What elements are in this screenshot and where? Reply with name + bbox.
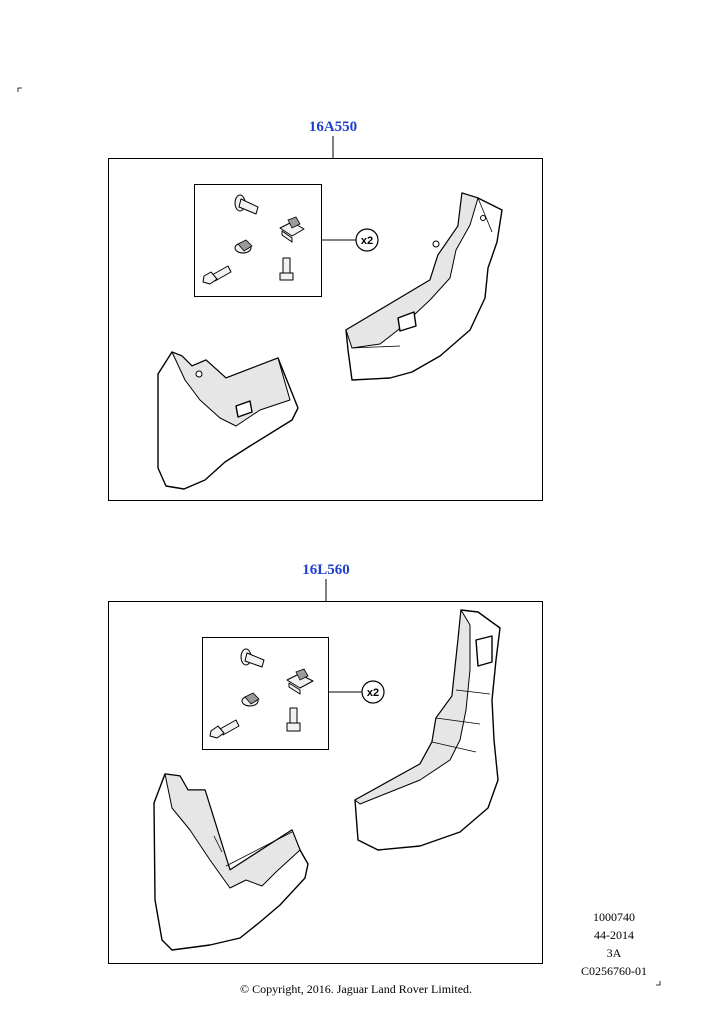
hex-bolt-upright-icon bbox=[286, 707, 301, 732]
quantity-callout bbox=[355, 228, 379, 252]
washer-nut-icon bbox=[241, 692, 260, 707]
push-pin-icon bbox=[234, 194, 259, 215]
push-pin-icon bbox=[240, 648, 265, 668]
drawing-reference-block: 1000740 44-2014 3A C0256760-01 bbox=[581, 910, 647, 978]
reference-line-4: C0256760-01 bbox=[581, 964, 647, 978]
reference-line-3: 3A bbox=[607, 946, 622, 960]
part-number-16l560[interactable]: 16L560 bbox=[302, 562, 350, 578]
washer-nut-icon bbox=[234, 239, 253, 254]
mudflap-left-16a550 bbox=[157, 351, 299, 490]
quantity-callout bbox=[361, 680, 385, 704]
panel-16l560: 16L560 x2 bbox=[108, 562, 543, 964]
mudflap-right-16l560 bbox=[354, 609, 501, 851]
quantity-label: x2 bbox=[367, 687, 379, 699]
part-number-16a550[interactable]: 16A550 bbox=[309, 119, 357, 135]
hex-bolt-icon bbox=[209, 719, 240, 739]
corner-mark-bottom-right bbox=[656, 981, 661, 986]
corner-mark-top-left bbox=[17, 87, 22, 92]
clip-nut-icon bbox=[286, 668, 314, 695]
reference-line-2: 44-2014 bbox=[594, 928, 634, 942]
hardware-kit-box bbox=[202, 637, 329, 750]
panel-frame bbox=[108, 158, 543, 501]
clip-nut-icon bbox=[279, 216, 305, 243]
copyright-notice: © Copyright, 2016. Jaguar Land Rover Lim… bbox=[240, 982, 472, 996]
quantity-label: x2 bbox=[361, 235, 373, 247]
hex-bolt-icon bbox=[202, 265, 232, 285]
panel-16a550: 16A550 x2 bbox=[108, 119, 543, 501]
reference-line-1: 1000740 bbox=[593, 910, 635, 924]
panel-frame bbox=[108, 601, 543, 964]
mudflap-right-16a550 bbox=[345, 192, 503, 381]
mudflap-left-16l560 bbox=[153, 773, 309, 951]
hex-bolt-upright-icon bbox=[279, 257, 294, 281]
